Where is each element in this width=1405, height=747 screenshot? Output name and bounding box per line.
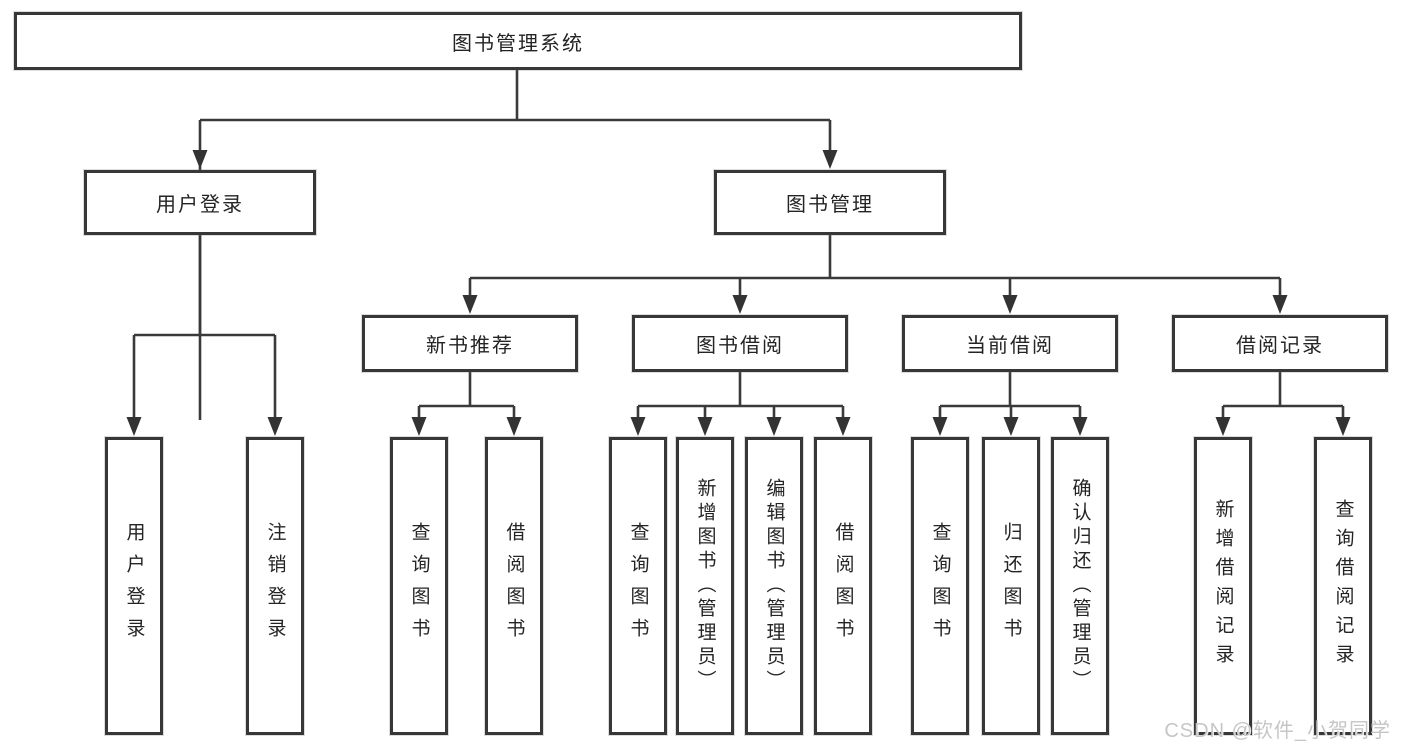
leaf-borrow-books-rec-label: 借阅图书 bbox=[503, 522, 525, 650]
leaf-return-books-label: 归还图书 bbox=[1000, 522, 1022, 650]
arrowhead bbox=[1335, 417, 1351, 436]
node-book-borrow: 图书借阅 bbox=[632, 315, 848, 372]
node-user-login: 用户登录 bbox=[84, 170, 316, 235]
node-borrow-records: 借阅记录 bbox=[1172, 315, 1388, 372]
leaf-user-login: 用户登录 bbox=[105, 437, 163, 735]
leaf-borrow-books-rec: 借阅图书 bbox=[485, 437, 543, 735]
arrowhead bbox=[462, 295, 478, 314]
csdn-watermark: CSDN @软件_小贺同学 bbox=[1164, 720, 1391, 742]
connector-current-borrow-to-leaves bbox=[932, 372, 1088, 436]
leaf-confirm-return-admin-label: 确认归还（管理员） bbox=[1069, 478, 1091, 694]
arrowhead bbox=[411, 417, 427, 436]
leaf-query-books-rec-label: 查询图书 bbox=[408, 522, 430, 650]
leaf-edit-books-admin: 编辑图书（管理员） bbox=[745, 437, 803, 735]
leaf-query-books-borrow: 查询图书 bbox=[609, 437, 667, 735]
arrowhead bbox=[732, 295, 748, 314]
connector-new-book-rec-to-leaves bbox=[411, 372, 522, 436]
arrowhead bbox=[1215, 417, 1231, 436]
arrowhead bbox=[822, 150, 838, 169]
node-root-label: 图书管理系统 bbox=[452, 32, 584, 55]
leaf-edit-books-admin-label: 编辑图书（管理员） bbox=[763, 478, 785, 694]
leaf-confirm-return-admin: 确认归还（管理员） bbox=[1051, 437, 1109, 735]
leaf-logout: 注销登录 bbox=[246, 437, 304, 735]
leaf-user-login-label: 用户登录 bbox=[123, 522, 145, 650]
arrowhead bbox=[267, 417, 283, 436]
leaf-add-books-admin-label: 新增图书（管理员） bbox=[694, 478, 716, 694]
leaf-add-borrow-record-label: 新增借阅记录 bbox=[1212, 499, 1234, 673]
connector-book-borrow-to-leaves bbox=[630, 372, 851, 436]
arrowhead bbox=[1002, 295, 1018, 314]
arrowhead bbox=[697, 417, 713, 436]
leaf-query-books-borrow-label: 查询图书 bbox=[627, 522, 649, 650]
node-user-login-label: 用户登录 bbox=[156, 194, 244, 216]
connector-borrow-records-to-leaves bbox=[1215, 372, 1351, 436]
arrowhead bbox=[630, 417, 646, 436]
arrowhead bbox=[835, 417, 851, 436]
arrowhead bbox=[1072, 417, 1088, 436]
leaf-query-borrow-record-label: 查询借阅记录 bbox=[1332, 499, 1354, 673]
leaf-query-books-current-label: 查询图书 bbox=[929, 522, 951, 650]
node-borrow-records-label: 借阅记录 bbox=[1236, 335, 1324, 357]
node-new-book-rec: 新书推荐 bbox=[362, 315, 578, 372]
leaf-query-borrow-record: 查询借阅记录 bbox=[1314, 437, 1372, 735]
node-current-borrow-label: 当前借阅 bbox=[966, 335, 1054, 357]
node-book-borrow-label: 图书借阅 bbox=[696, 335, 784, 357]
connector-user-login-to-leaves bbox=[126, 235, 283, 436]
node-root: 图书管理系统 bbox=[14, 12, 1022, 70]
leaf-return-books: 归还图书 bbox=[982, 437, 1040, 735]
arrowhead bbox=[766, 417, 782, 436]
leaf-borrow-books-borrow: 借阅图书 bbox=[814, 437, 872, 735]
node-current-borrow: 当前借阅 bbox=[902, 315, 1118, 372]
leaf-logout-label: 注销登录 bbox=[264, 522, 286, 650]
arrowhead bbox=[192, 150, 208, 169]
arrowhead bbox=[932, 417, 948, 436]
leaf-query-books-rec: 查询图书 bbox=[390, 437, 448, 735]
arrowhead bbox=[1003, 417, 1019, 436]
arrowhead bbox=[126, 417, 142, 436]
node-book-mgmt-label: 图书管理 bbox=[786, 194, 874, 216]
leaf-add-borrow-record: 新增借阅记录 bbox=[1194, 437, 1252, 735]
leaf-add-books-admin: 新增图书（管理员） bbox=[676, 437, 734, 735]
leaf-query-books-current: 查询图书 bbox=[911, 437, 969, 735]
arrowhead bbox=[1272, 295, 1288, 314]
arrowhead bbox=[506, 417, 522, 436]
leaf-borrow-books-borrow-label: 借阅图书 bbox=[832, 522, 854, 650]
node-book-mgmt: 图书管理 bbox=[714, 170, 946, 235]
node-new-book-rec-label: 新书推荐 bbox=[426, 335, 514, 357]
connector-book-mgmt-to-level3 bbox=[462, 235, 1288, 314]
